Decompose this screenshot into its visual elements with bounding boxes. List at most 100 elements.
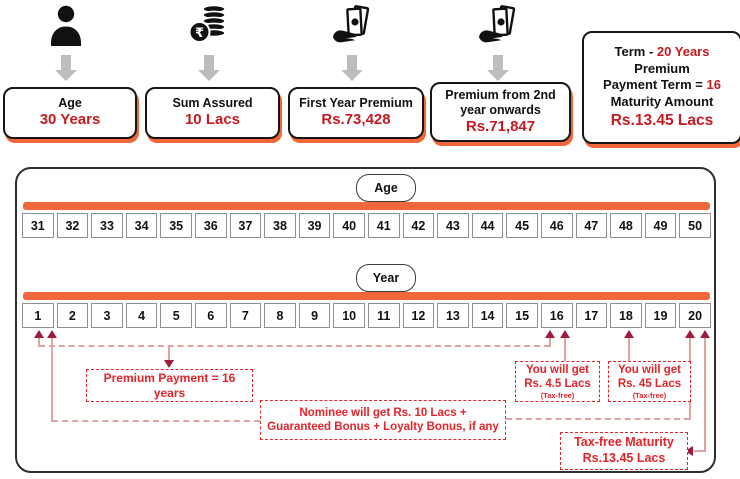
payment-term-value: 16 xyxy=(706,77,721,93)
premium-payment-annotation: Premium Payment = 16 years xyxy=(86,369,253,402)
up-arrow-icon xyxy=(624,330,634,338)
term-value: 20 Years xyxy=(656,43,710,59)
age-cell: 48 xyxy=(610,213,642,238)
age-cell: 47 xyxy=(575,213,608,238)
down-arrow-icon xyxy=(487,55,509,81)
you-get-year16-annotation: You will get Rs. 4.5 Lacs (Tax-free) xyxy=(515,361,600,402)
age-cell: 32 xyxy=(56,213,89,238)
year-cell: 8 xyxy=(264,303,296,328)
connector-line xyxy=(704,338,706,452)
age-cell: 45 xyxy=(506,213,538,238)
age-cell: 49 xyxy=(644,213,677,238)
year-row-label: Year xyxy=(356,264,416,292)
maturity-amount-label: Maturity Amount xyxy=(610,94,714,110)
rupee-coin-stack-icon: ₹ xyxy=(186,2,232,53)
premium-word: Premium xyxy=(634,60,690,76)
age-row-label: Age xyxy=(356,174,416,202)
year-cell: 5 xyxy=(160,303,192,328)
age-cell: 35 xyxy=(160,213,192,238)
tax-free-maturity-annotation: Tax-free Maturity Rs.13.45 Lacs xyxy=(560,432,688,470)
connector-line xyxy=(628,338,630,362)
you-get-year16-line1: You will get xyxy=(525,364,590,376)
age-cell: 41 xyxy=(367,213,400,238)
down-arrow-icon xyxy=(198,55,220,81)
connector-dashed-line xyxy=(39,345,550,347)
year-cell: 16 xyxy=(540,303,573,328)
first-year-premium-card-value: Rs.73,428 xyxy=(321,111,391,129)
sum-assured-card-title: Sum Assured xyxy=(172,96,253,111)
connector-line xyxy=(51,338,53,422)
you-get-year18-line1: You will get xyxy=(617,364,682,376)
year-cell: 1 xyxy=(22,303,54,328)
tax-free-maturity-line2: Rs.13.45 Lacs xyxy=(582,451,666,465)
down-arrow-icon xyxy=(341,55,363,81)
age-cell: 37 xyxy=(229,213,262,238)
year-cell: 6 xyxy=(194,303,227,328)
year-cell: 10 xyxy=(333,303,365,328)
year-cell: 20 xyxy=(679,303,711,328)
up-arrow-icon xyxy=(47,330,57,338)
year-cell: 9 xyxy=(298,303,331,328)
age-cell: 39 xyxy=(298,213,331,238)
age-cell: 34 xyxy=(125,213,158,238)
year-cell: 18 xyxy=(610,303,642,328)
first-year-premium-card: First Year Premium Rs.73,428 xyxy=(288,87,424,139)
age-row-bar xyxy=(23,202,710,210)
renewal-premium-card-title: Premium from 2nd year onwards xyxy=(445,87,556,117)
first-year-premium-card-title: First Year Premium xyxy=(299,96,413,111)
connector-line xyxy=(694,450,705,452)
renewal-premium-card-value: Rs.71,847 xyxy=(465,118,536,136)
year-cell: 14 xyxy=(471,303,504,328)
year-cell: 2 xyxy=(56,303,89,328)
up-arrow-icon xyxy=(545,330,555,338)
renewal-premium-card: Premium from 2nd year onwards Rs.71,847 xyxy=(430,82,571,142)
maturity-amount-value: Rs.13.45 Lacs xyxy=(610,112,714,130)
age-cell: 43 xyxy=(437,213,469,238)
you-get-year16-line2: Rs. 4.5 Lacs xyxy=(524,378,591,391)
age-cell: 38 xyxy=(264,213,296,238)
tax-free-maturity-line1: Tax-free Maturity xyxy=(574,435,674,450)
up-arrow-icon xyxy=(685,330,695,338)
age-card: Age 30 Years xyxy=(3,87,137,139)
connector-dashed-line xyxy=(52,420,260,422)
you-get-year16-note: (Tax-free) xyxy=(540,390,575,400)
term-line: Term - 20 Years xyxy=(615,44,710,61)
up-arrow-icon xyxy=(560,330,570,338)
year-row-bar xyxy=(23,292,710,300)
payment-term-line: Payment Term = 16 xyxy=(603,77,721,94)
age-cell: 42 xyxy=(402,213,435,238)
age-cell: 36 xyxy=(194,213,227,238)
connector-dashed-line xyxy=(506,418,690,420)
age-card-value: 30 Years xyxy=(39,111,101,129)
age-card-title: Age xyxy=(58,96,82,111)
svg-text:₹: ₹ xyxy=(195,26,204,41)
year-cell: 17 xyxy=(575,303,608,328)
connector-line xyxy=(549,338,551,347)
age-cell: 33 xyxy=(91,213,123,238)
you-get-year18-note: (Tax-free) xyxy=(632,390,667,400)
down-arrow-icon xyxy=(164,360,174,368)
year-cell: 11 xyxy=(367,303,400,328)
connector-line xyxy=(564,338,566,362)
age-cell: 40 xyxy=(333,213,365,238)
sum-assured-card-value: 10 Lacs xyxy=(184,111,241,129)
hand-money-icon xyxy=(475,4,521,53)
year-cell: 3 xyxy=(91,303,123,328)
you-get-year18-line2: Rs. 45 Lacs xyxy=(617,378,682,391)
year-cell: 12 xyxy=(402,303,435,328)
age-cell: 50 xyxy=(679,213,711,238)
term-label: Term - xyxy=(614,43,654,59)
year-cell: 15 xyxy=(506,303,538,328)
age-cell: 46 xyxy=(540,213,573,238)
you-get-year18-annotation: You will get Rs. 45 Lacs (Tax-free) xyxy=(608,361,691,402)
nominee-annotation: Nominee will get Rs. 10 Lacs + Guarantee… xyxy=(260,400,506,440)
age-cell: 44 xyxy=(471,213,504,238)
year-cell: 4 xyxy=(125,303,158,328)
down-arrow-icon xyxy=(55,55,77,81)
year-cell: 13 xyxy=(437,303,469,328)
person-icon xyxy=(44,3,88,54)
connector-line xyxy=(38,338,40,347)
